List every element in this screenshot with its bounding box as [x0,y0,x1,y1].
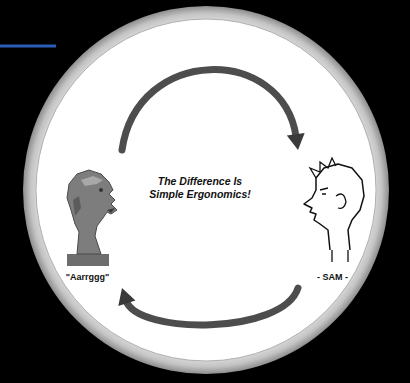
bust-highlight [81,176,103,186]
curved-arrow [118,288,298,325]
inner-disc [36,19,376,361]
head-outline [304,164,364,250]
arrow-head [287,133,305,150]
blue-rule [0,45,56,48]
neck [332,250,348,262]
bust-head [67,170,117,254]
pedestal [67,254,109,266]
arrow-head [118,288,135,306]
bust-mouth [107,208,115,213]
figure-label: - SAM - [317,272,348,282]
ring-circle: The Difference Is Simple Ergonomics! "Aa… [22,5,390,375]
sketch-figure: - SAM - [290,150,375,288]
outer-ring [23,6,389,374]
bust-shadow [73,196,81,216]
bust-eye [99,188,103,192]
hair [310,158,336,178]
arrow-shaft [122,70,296,150]
arrow-shaft [126,288,298,325]
ear [336,194,346,208]
curved-arrow [122,70,305,150]
slogan-text: The Difference Is Simple Ergonomics! [144,175,256,201]
eye [320,188,328,194]
figure-label: "Aarrggg" [66,272,110,282]
stone-figure: "Aarrggg" [45,150,130,288]
sam-head-sketch [290,150,375,268]
caveman-bust [45,150,130,268]
